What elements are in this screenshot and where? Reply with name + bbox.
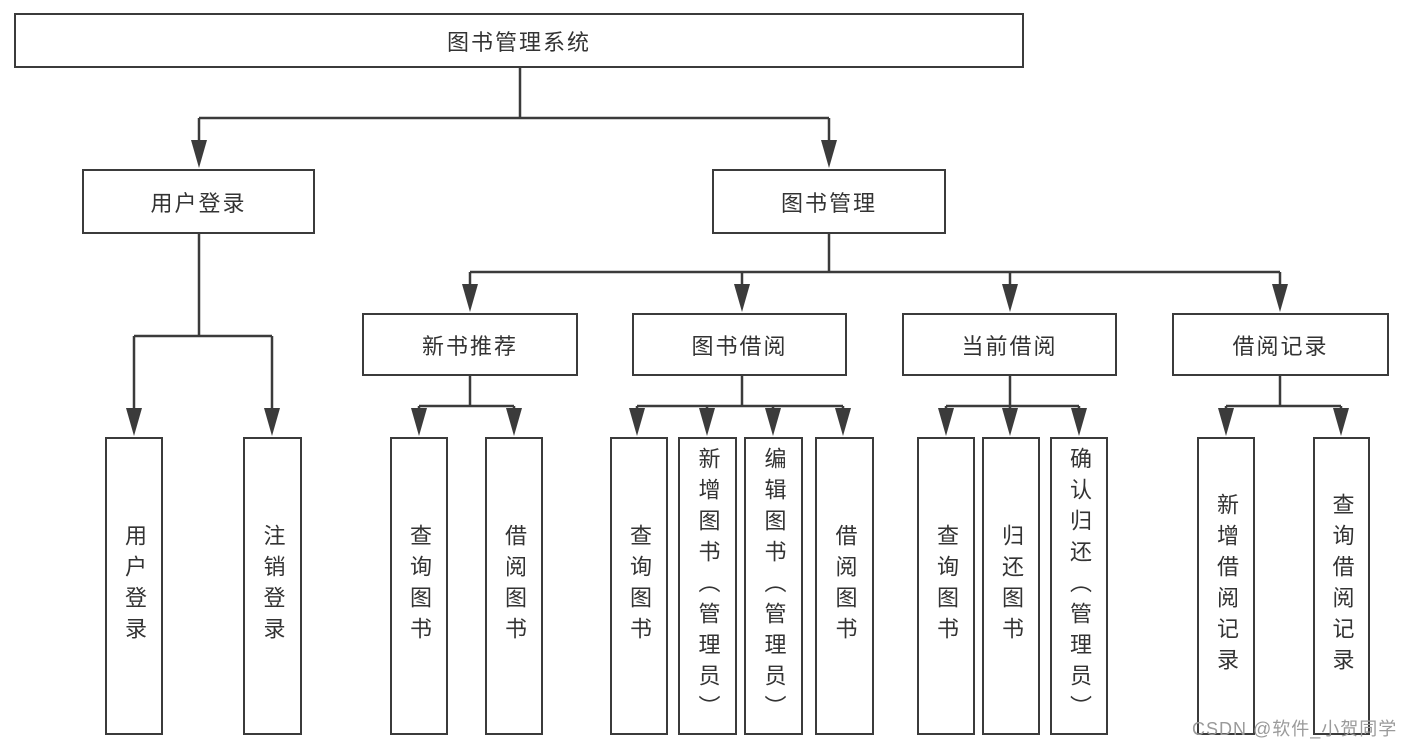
leaf-label: 新增借阅记录 — [1214, 493, 1239, 679]
node-user-login: 用户登录 — [82, 169, 315, 234]
leaf-label: 归还图书 — [999, 524, 1024, 648]
leaf-query-borrow-record: 查询借阅记录 — [1313, 437, 1370, 735]
leaf-borrow-books: 借阅图书 — [815, 437, 874, 735]
node-current-borrowing: 当前借阅 — [902, 313, 1117, 376]
leaf-label: 查询借阅记录 — [1329, 493, 1355, 679]
leaf-user-login: 用户登录 — [105, 437, 163, 735]
leaf-add-books-admin: 新增图书（管理员） — [678, 437, 737, 735]
leaf-query-books-recommend: 查询图书 — [390, 437, 448, 735]
leaf-label: 查询图书 — [407, 524, 432, 648]
leaf-label: 查询图书 — [627, 524, 652, 648]
leaf-edit-books-admin: 编辑图书（管理员） — [744, 437, 803, 735]
node-new-book-recommendation: 新书推荐 — [362, 313, 578, 376]
leaf-label: 借阅图书 — [502, 524, 527, 648]
node-library-management-system: 图书管理系统 — [14, 13, 1024, 68]
leaf-logout: 注销登录 — [243, 437, 302, 735]
leaf-confirm-return-admin: 确认归还（管理员） — [1050, 437, 1108, 735]
node-book-management: 图书管理 — [712, 169, 946, 234]
leaf-add-borrow-record: 新增借阅记录 — [1197, 437, 1255, 735]
leaf-borrow-books-recommend: 借阅图书 — [485, 437, 543, 735]
leaf-label: 确认归还（管理员） — [1067, 446, 1092, 726]
leaf-label: 编辑图书（管理员） — [761, 446, 787, 726]
leaf-label: 借阅图书 — [832, 524, 858, 648]
leaf-label: 注销登录 — [260, 524, 286, 648]
arrowheads — [126, 140, 1349, 436]
leaf-query-books-borrowing: 查询图书 — [610, 437, 668, 735]
leaf-query-books-current: 查询图书 — [917, 437, 975, 735]
leaf-return-books: 归还图书 — [982, 437, 1040, 735]
csdn-watermark: CSDN @软件_小贺同学 — [1192, 719, 1398, 739]
node-book-borrowing: 图书借阅 — [632, 313, 847, 376]
leaf-label: 用户登录 — [122, 524, 147, 648]
leaf-label: 新增图书（管理员） — [695, 446, 721, 726]
leaf-label: 查询图书 — [934, 524, 959, 648]
node-borrowing-records: 借阅记录 — [1172, 313, 1389, 376]
